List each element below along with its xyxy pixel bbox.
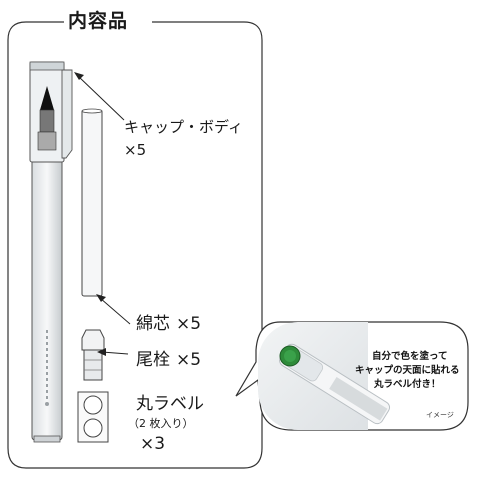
item-label-sheet-label: 丸ラベル: [136, 394, 204, 414]
pen-end-plug: [33, 435, 61, 443]
item-plug-qty: ×5: [176, 350, 202, 370]
cap-clip: [61, 69, 73, 159]
callout-caption: イメージ: [426, 411, 454, 419]
frame-border: [7, 21, 263, 469]
arrow-plug: [97, 348, 129, 356]
callout-line-1: 自分で色を塗って: [372, 351, 448, 362]
item-plug-label: 尾栓: [136, 350, 170, 370]
end-plug-part: [81, 329, 105, 381]
item-core-label: 綿芯: [136, 314, 170, 334]
round-label-sheet: [77, 391, 109, 443]
pen-nib: [40, 86, 54, 110]
callout-line-3: 丸ラベル付き！: [374, 379, 441, 390]
arrow-cap: [74, 72, 125, 121]
cotton-core: [81, 109, 103, 297]
callout-line-2: キャップの天面に貼れる: [355, 365, 460, 376]
assembled-pen: [29, 61, 73, 443]
round-label: [83, 395, 103, 415]
item-cap-body-qty: ×5: [124, 141, 147, 159]
round-label: [83, 418, 103, 438]
section-title: 内容品: [68, 10, 129, 32]
item-label-sheet-note: （2 枚入り）: [128, 417, 194, 430]
arrow-core: [96, 294, 131, 325]
item-cap-body-label: キャップ・ボディ: [124, 118, 243, 136]
item-core-qty: ×5: [176, 314, 202, 334]
item-label-sheet-qty: ×3: [140, 434, 166, 454]
callout-bubble: [235, 321, 469, 431]
